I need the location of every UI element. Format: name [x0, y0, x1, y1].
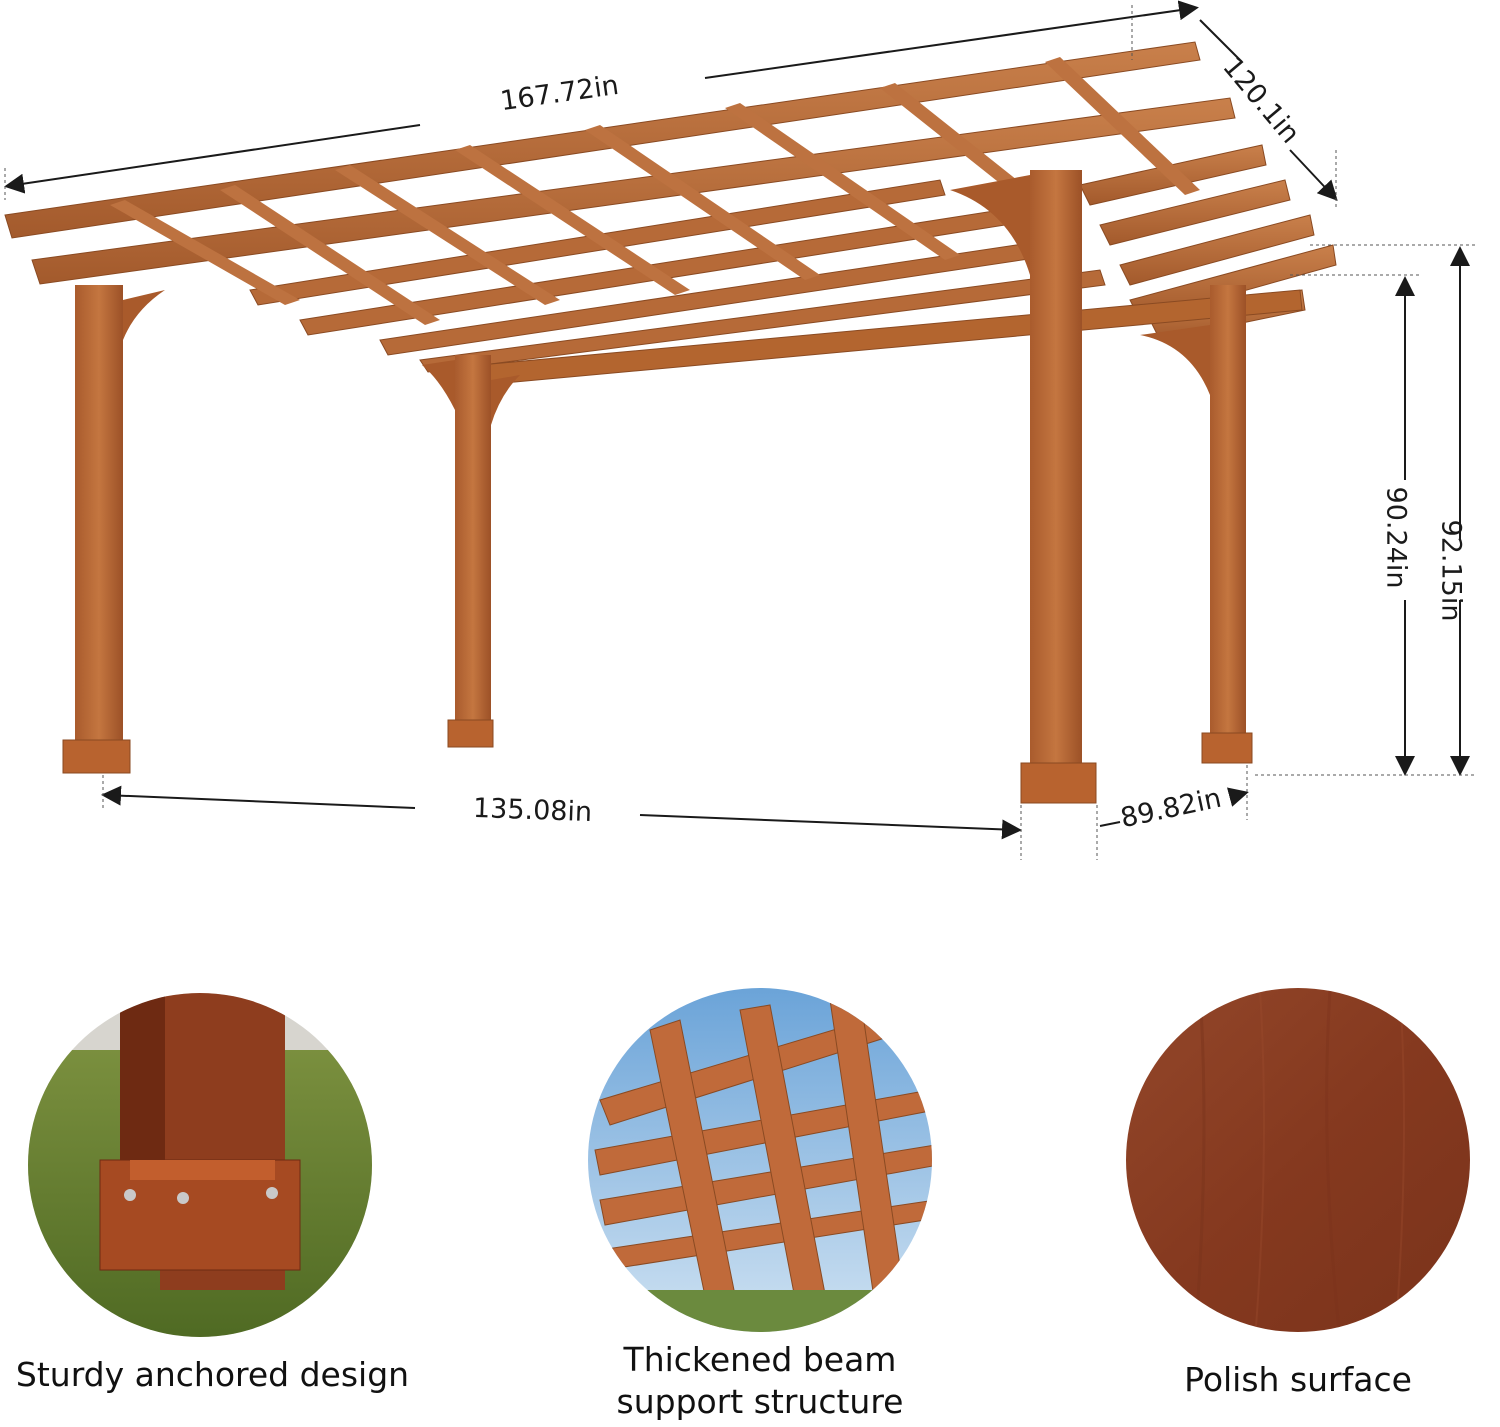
braces	[123, 175, 1210, 425]
feature-label-beam-line2: support structure	[616, 1382, 904, 1421]
extension-lines	[4, 5, 1475, 860]
dimension-lines	[4, 0, 1470, 840]
polish-surface-image	[1126, 988, 1470, 1332]
posts	[62, 170, 1253, 804]
anchor-detail-image	[28, 993, 372, 1337]
pergola-illustration	[4, 0, 1475, 860]
feature-label-beam-line1: Thickened beam	[623, 1340, 897, 1379]
feature-label-polish: Polish surface	[1184, 1360, 1412, 1399]
beam-detail-image	[588, 988, 932, 1332]
feature-label-anchored: Sturdy anchored design	[15, 1355, 410, 1394]
